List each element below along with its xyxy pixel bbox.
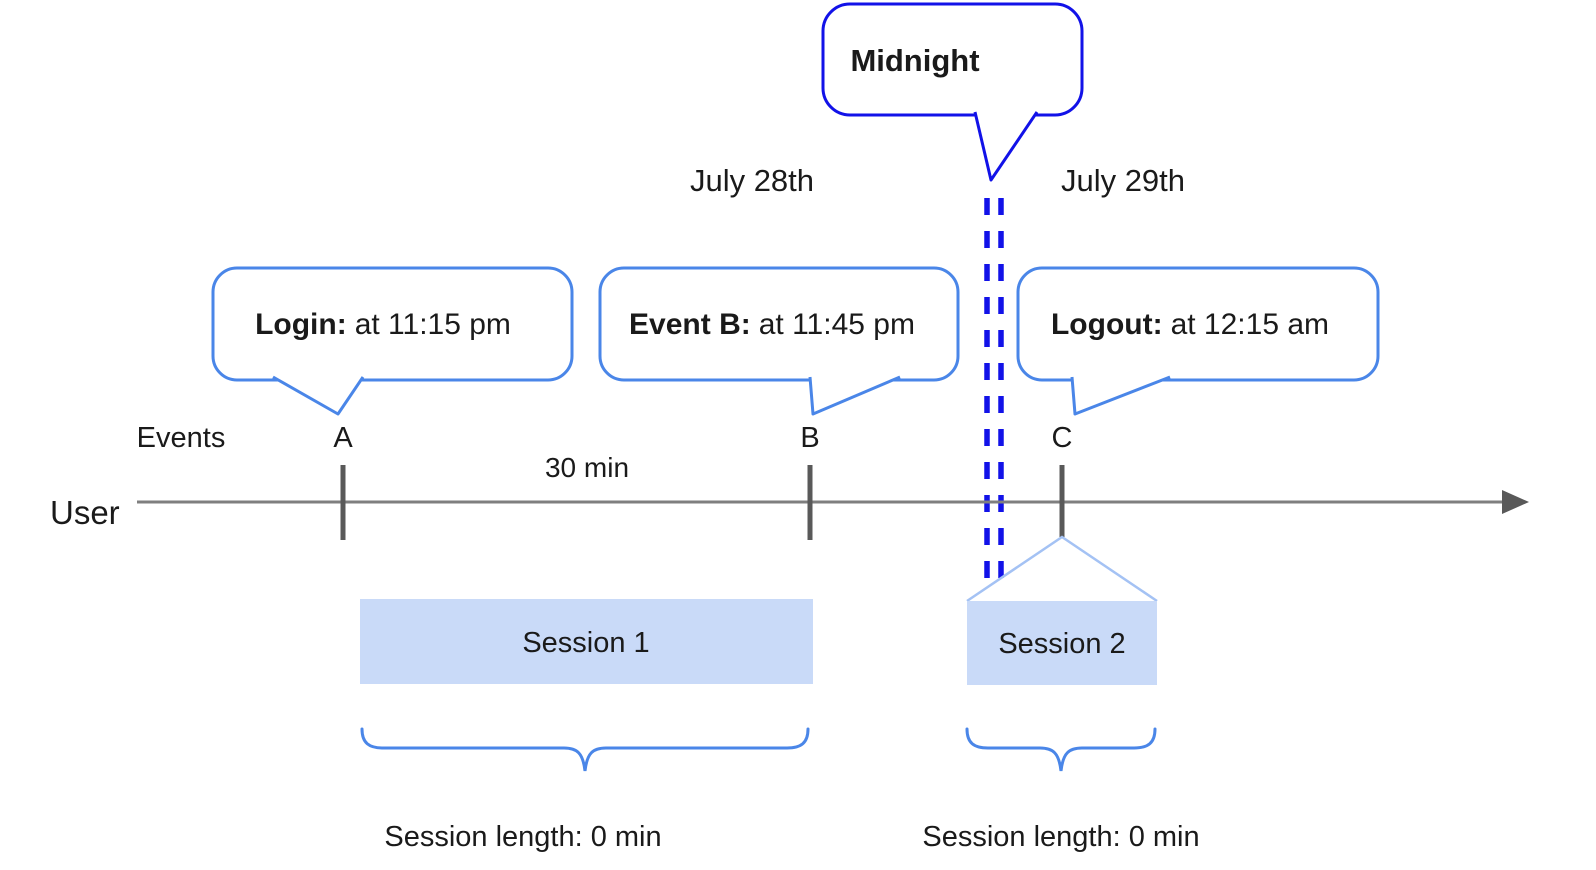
logout-time: at 12:15 am [1171, 308, 1329, 341]
login-prefix: Login: [255, 308, 347, 341]
event-b-bubble [598, 266, 960, 382]
session1-label: Session 1 [522, 627, 649, 659]
event-mark-c: C [1052, 422, 1073, 454]
event-mark-b: B [800, 422, 819, 454]
session1-box [360, 599, 813, 684]
login-bubble-tail [272, 375, 365, 416]
user-timeline: User [50, 465, 1529, 540]
event-mark-a: A [333, 422, 353, 454]
session2-box [967, 601, 1157, 685]
login-time: at 11:15 pm [355, 308, 511, 341]
event-b-callout: Event B:at 11:45 pm [598, 266, 960, 416]
midnight-bubble-tail [973, 111, 1039, 182]
midnight-bubble [821, 2, 1084, 117]
session2-group: Session 2 Session length: 0 min [922, 601, 1200, 853]
midnight-label: Midnight [850, 43, 979, 78]
logout-text: Logout:at 12:15 am [1051, 308, 1329, 341]
timeline-arrowhead-icon [1502, 490, 1529, 514]
interval-label: 30 min [545, 452, 629, 483]
session2-projection-lines [966, 535, 1158, 603]
event-b-time: at 11:45 pm [759, 308, 915, 341]
user-row-label: User [50, 494, 120, 531]
session1-length-label: Session length: 0 min [384, 821, 661, 853]
logout-callout: Logout:at 12:15 am [1016, 266, 1380, 416]
event-b-text: Event B:at 11:45 pm [629, 308, 915, 341]
login-bubble [211, 266, 574, 382]
session2-label: Session 2 [998, 628, 1125, 660]
date-before-midnight: July 28th [690, 163, 814, 198]
events-row-label: Events [137, 422, 226, 454]
login-text: Login:at 11:15 pm [255, 308, 511, 341]
event-b-bubble-tail [808, 375, 901, 416]
midnight-divider [984, 198, 1004, 578]
midnight-callout: Midnight [821, 2, 1084, 182]
date-after-midnight: July 29th [1061, 163, 1185, 198]
session2-length-label: Session length: 0 min [922, 821, 1199, 853]
session1-group: Session 1 Session length: 0 min [360, 599, 813, 853]
logout-bubble-tail [1070, 375, 1171, 416]
event-b-prefix: Event B: [629, 308, 751, 341]
login-callout: Login:at 11:15 pm [211, 266, 574, 416]
session2-brace [965, 727, 1157, 772]
logout-prefix: Logout: [1051, 308, 1163, 341]
logout-bubble [1016, 266, 1380, 382]
session1-brace [360, 727, 810, 772]
